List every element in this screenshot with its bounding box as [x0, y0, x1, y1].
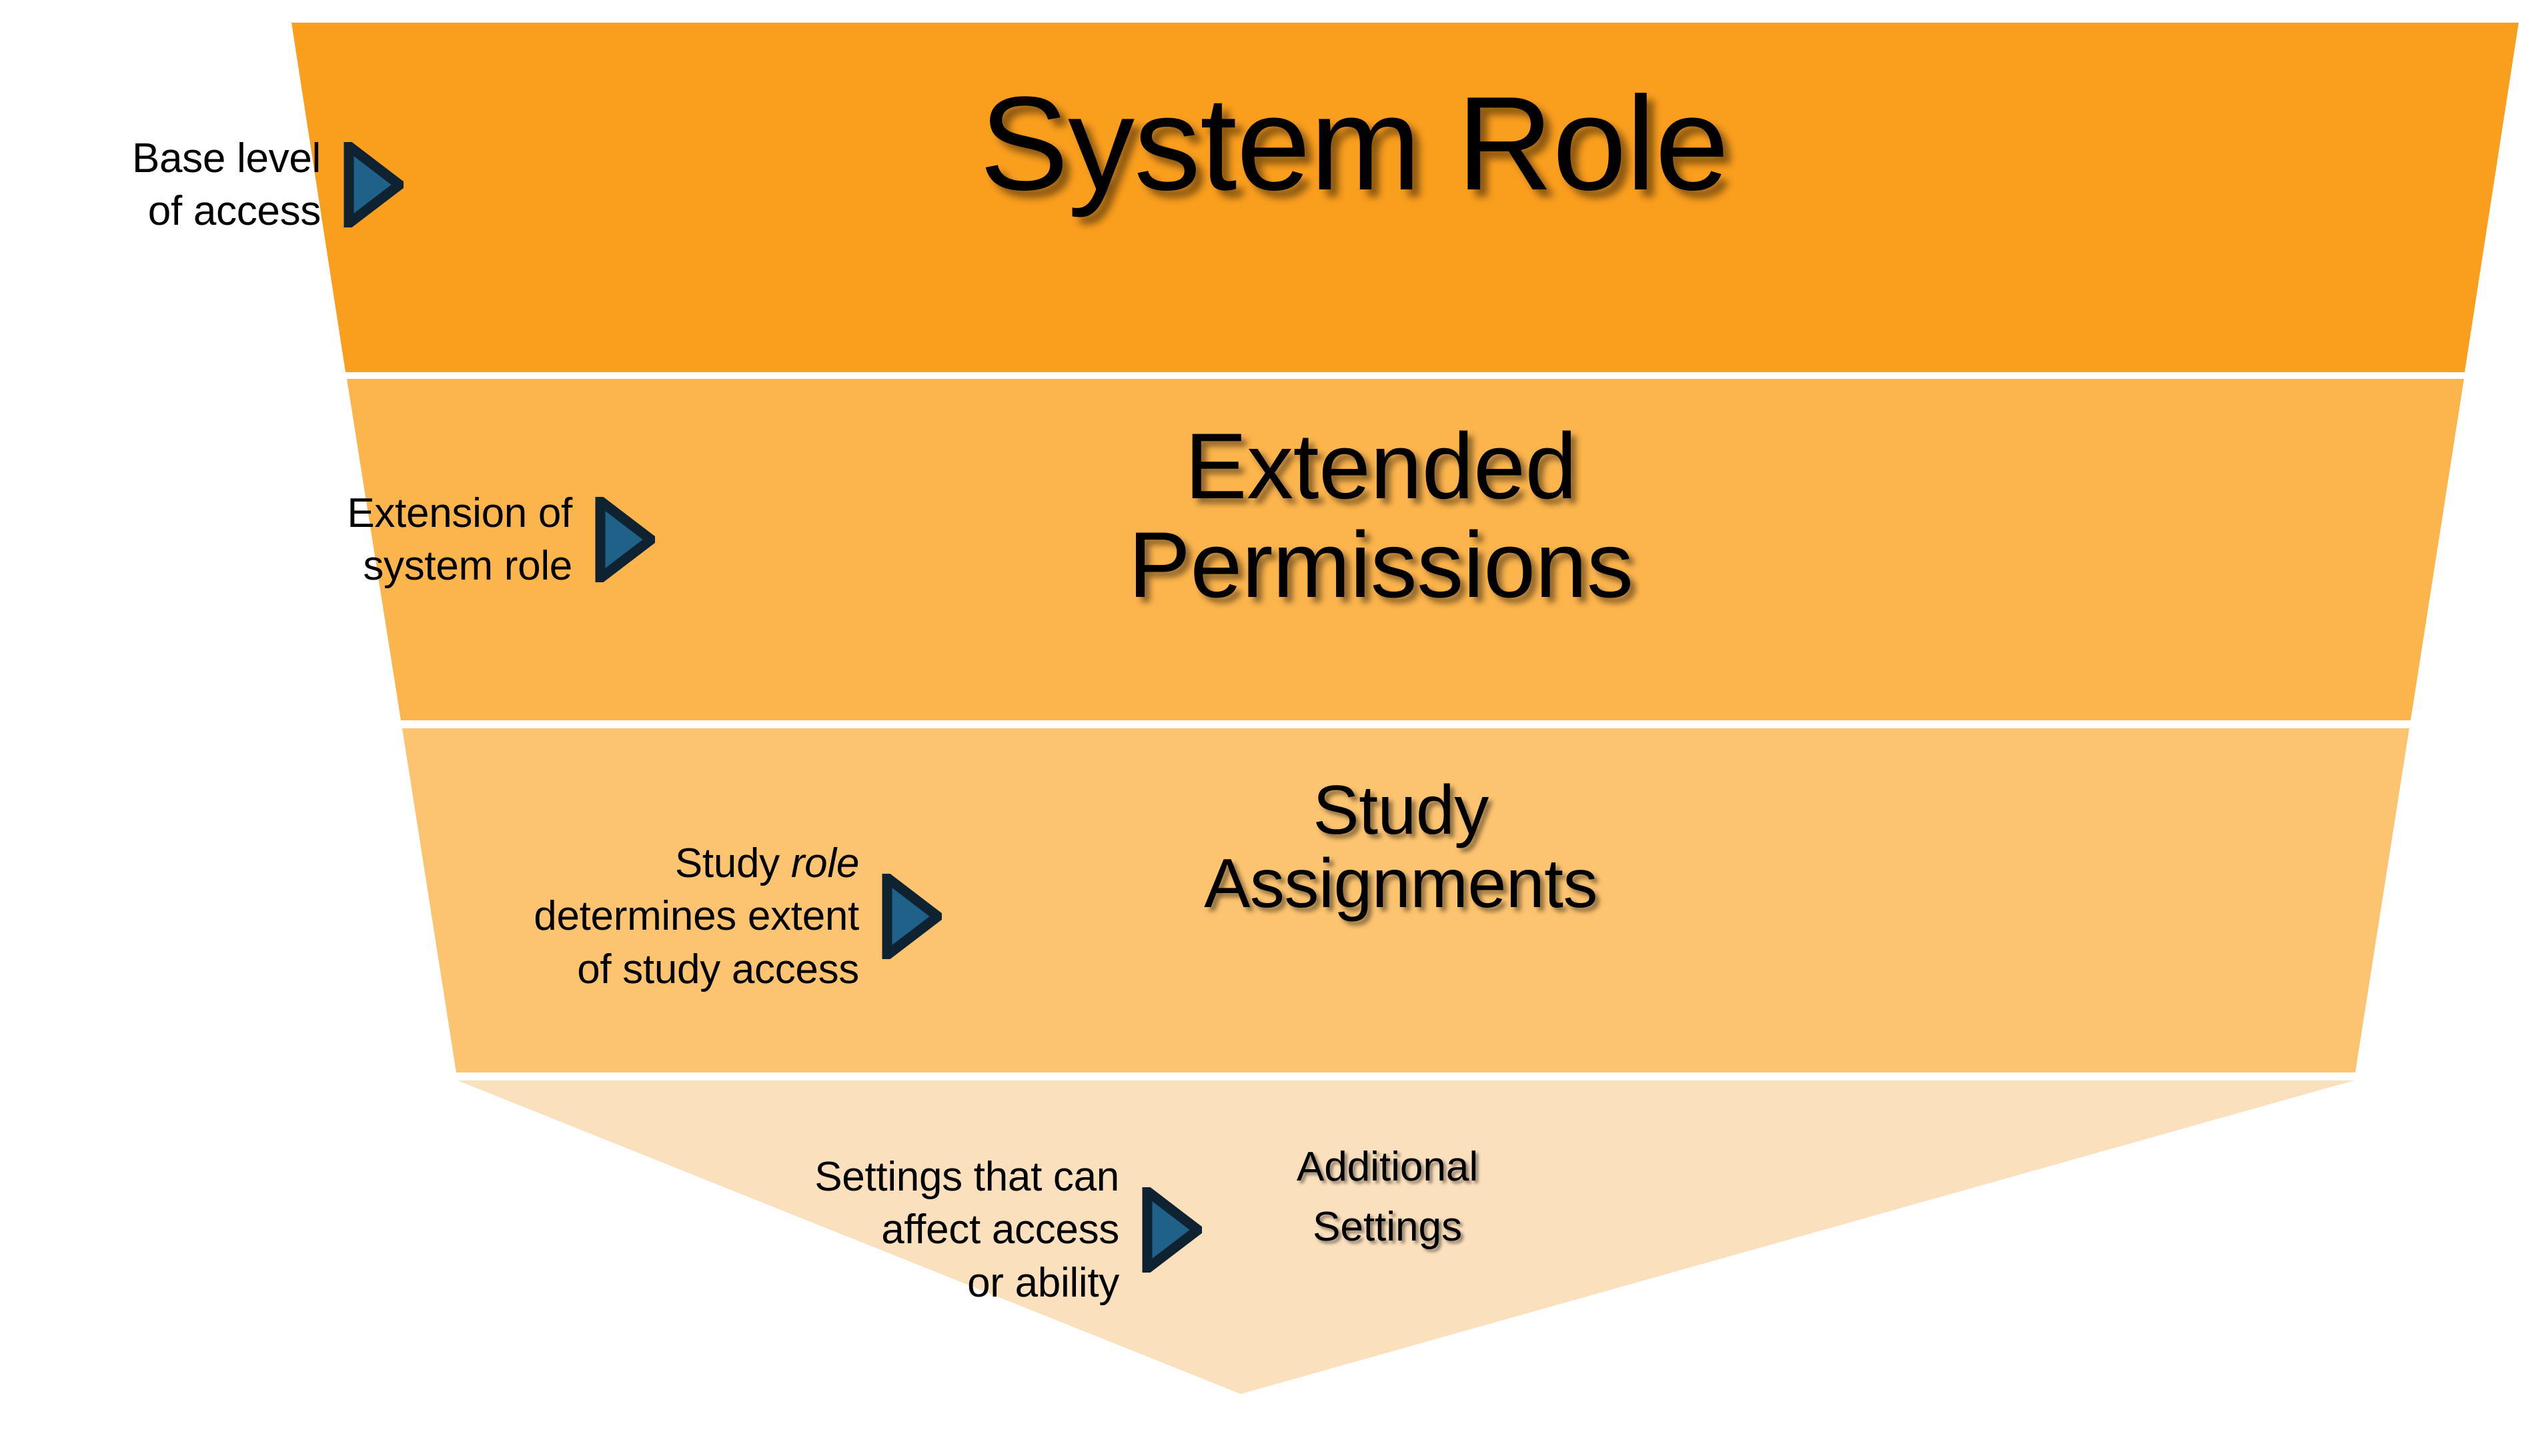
callout-4-text: Settings that can affect access or ability [814, 1151, 1119, 1309]
callout-4-line1: Settings that can [814, 1154, 1119, 1200]
funnel-band-extended-permissions [347, 379, 2464, 720]
funnel-band-additional-settings [458, 1080, 2354, 1394]
callout-study-role-determines-extent: Study role determines extent of study acce… [360, 837, 942, 996]
funnel-band-study-assignments [402, 728, 2409, 1072]
callout-base-level-of-access: Base level of access [0, 132, 404, 238]
callout-2-line2: system role [363, 543, 572, 590]
callout-3-line3: of study access [577, 946, 859, 992]
callout-4-line2: affect access [881, 1207, 1119, 1253]
callout-3-line2: determines extent [534, 893, 859, 940]
play-triangle-icon [882, 874, 942, 960]
callout-3-text: Study role determines extent of study acce… [534, 837, 859, 996]
play-triangle-icon [1142, 1187, 1202, 1273]
callout-3-line1-italic: role [790, 840, 859, 886]
play-triangle-icon [595, 497, 655, 583]
callout-1-line1: Base level [131, 135, 321, 181]
callout-4-line3: or ability [967, 1259, 1119, 1306]
callout-2-line1: Extension of [347, 490, 572, 536]
callout-1-line2: of access [147, 188, 322, 235]
callout-extension-of-system-role: Extension of system role [200, 487, 655, 593]
callout-1-text: Base level of access [132, 132, 321, 238]
funnel-band-system-role [291, 23, 2519, 372]
callout-settings-that-can-affect-access: Settings that can affect access or ability [627, 1151, 1202, 1309]
play-triangle-icon [344, 142, 404, 228]
callout-2-text: Extension of system role [347, 487, 572, 593]
callout-3-line1-prefix: Study [674, 840, 791, 886]
